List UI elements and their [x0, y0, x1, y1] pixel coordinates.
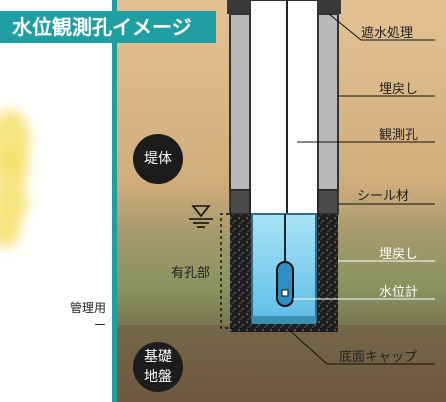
casing-left-wall	[229, 13, 251, 191]
page-title: 水位観測孔イメージ	[0, 11, 216, 43]
embankment-badge: 堤体	[133, 134, 183, 184]
label-perforated-section: 有孔部	[171, 266, 211, 281]
label-water-seal: 遮水処理	[361, 26, 414, 41]
casing-right-wall	[317, 13, 339, 191]
water-level-gauge	[276, 261, 294, 307]
label-water-level-gauge: 水位計	[379, 285, 419, 300]
foundation-badge-line-2: 地盤	[144, 369, 172, 385]
left-caption-line-2: ー	[93, 318, 106, 332]
seal-left	[229, 189, 251, 215]
well-diagram	[117, 0, 446, 402]
top-cap-left	[227, 0, 253, 14]
diagram-area: 遮水処理 埋戻し 観測孔 シール材 埋戻し 水位計 底面キャップ 有孔部 堤体 …	[117, 0, 446, 402]
foundation-badge: 基礎 地盤	[133, 342, 183, 392]
top-cap-right	[315, 0, 341, 14]
water-level-symbol-icon	[189, 205, 213, 228]
label-bottom-cap: 底面キャップ	[339, 350, 418, 365]
panel-divider	[112, 0, 117, 402]
label-seal-material: シール材	[357, 189, 410, 204]
seal-right	[317, 189, 339, 215]
gravel-bottom	[230, 322, 338, 332]
bottom-cap	[252, 316, 316, 324]
label-backfill-upper: 埋戻し	[379, 82, 419, 97]
observation-pipe	[249, 0, 319, 215]
label-backfill-lower: 埋戻し	[379, 247, 419, 262]
left-caption: 管理用 ー	[0, 300, 112, 334]
gravel-right	[316, 214, 338, 330]
label-observation-hole: 観測孔	[379, 128, 419, 143]
left-caption-line-1: 管理用	[69, 301, 106, 315]
perforated-bracket	[220, 213, 229, 329]
left-panel: 管理用 ー	[0, 0, 112, 402]
foundation-badge-line-1: 基礎	[144, 349, 172, 365]
gravel-left	[230, 214, 252, 330]
yellow-blob	[0, 210, 20, 248]
